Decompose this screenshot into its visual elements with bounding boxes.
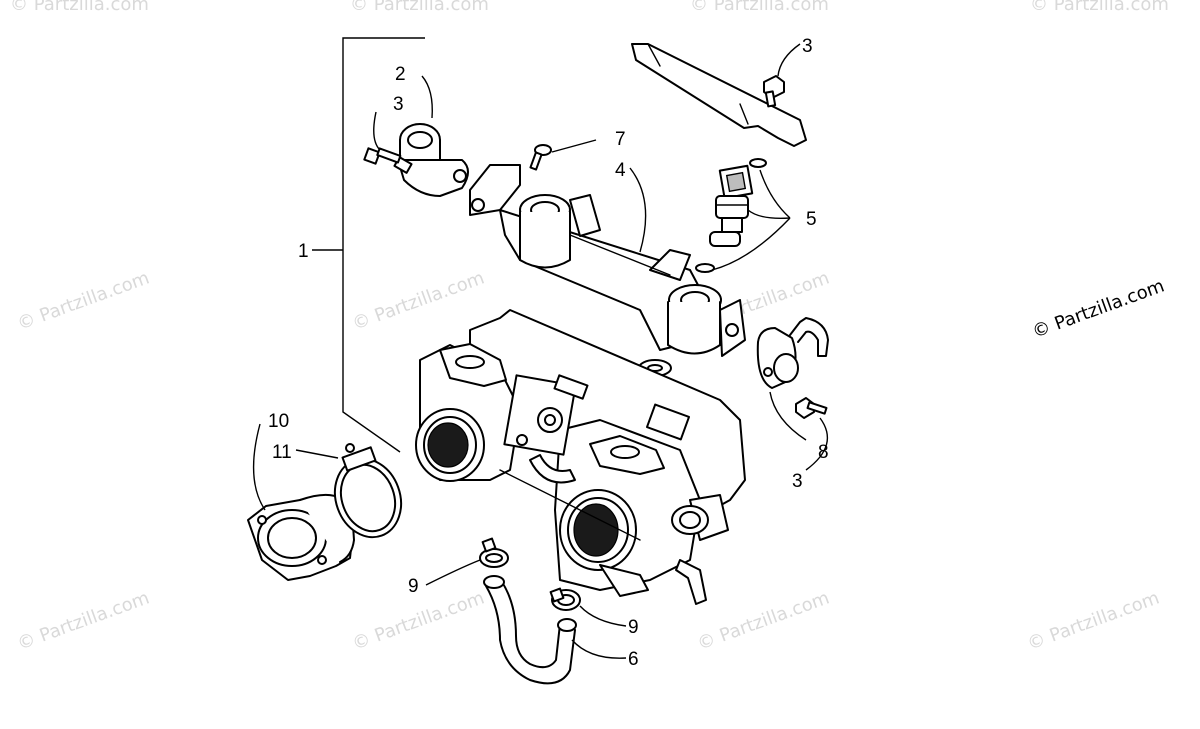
bolt-right-middle [795, 397, 828, 419]
sensor-8 [756, 317, 829, 389]
watermark-bot-2: © Partzilla.com [350, 587, 488, 654]
callout-3-top-right: 3 [802, 36, 813, 57]
watermark-bot-1: © Partzilla.com [15, 587, 153, 654]
screw-7 [529, 144, 552, 171]
assembly-bracket [312, 37, 425, 453]
watermark-mid-1: © Partzilla.com [15, 267, 153, 334]
watermark-top-4: © Partzilla.com [1030, 0, 1169, 15]
callout-7: 7 [615, 129, 626, 150]
callout-5: 5 [806, 209, 817, 230]
callout-labels: 1 2 3 3 3 4 5 6 7 8 9 9 10 11 [268, 36, 829, 670]
clamp-11 [333, 443, 403, 539]
watermark-mid-2: © Partzilla.com [350, 267, 488, 334]
callout-4: 4 [615, 160, 626, 181]
watermark-top-3: © Partzilla.com [690, 0, 829, 15]
fuel-injector [695, 158, 767, 273]
leader-lines [252, 43, 829, 659]
hose-clamp-lower [549, 587, 581, 611]
callout-1: 1 [298, 241, 309, 262]
callout-3-right: 3 [792, 471, 803, 492]
watermark-featured: © Partzilla.com [1030, 275, 1168, 342]
pressure-regulator [393, 123, 469, 197]
mounting-plate [631, 43, 807, 147]
watermark-top-2: © Partzilla.com [350, 0, 489, 15]
hose-6 [483, 575, 577, 685]
bolt-left [363, 147, 402, 165]
watermark-top-1: © Partzilla.com [10, 0, 149, 15]
callout-11: 11 [272, 442, 292, 463]
callout-8: 8 [818, 442, 829, 463]
bolt-top-right [763, 75, 785, 108]
watermark-bot-4: © Partzilla.com [1025, 587, 1163, 654]
callout-9-upper: 9 [408, 576, 419, 597]
watermark-bot-3: © Partzilla.com [695, 587, 833, 654]
callout-3-left: 3 [393, 94, 404, 115]
hose-clamp-upper [479, 537, 509, 568]
callout-10: 10 [268, 411, 289, 432]
callout-6: 6 [628, 649, 639, 670]
fuel-rail [469, 164, 746, 357]
callout-2: 2 [395, 64, 406, 85]
callout-9-lower: 9 [628, 617, 639, 638]
throttle-body [415, 309, 746, 605]
